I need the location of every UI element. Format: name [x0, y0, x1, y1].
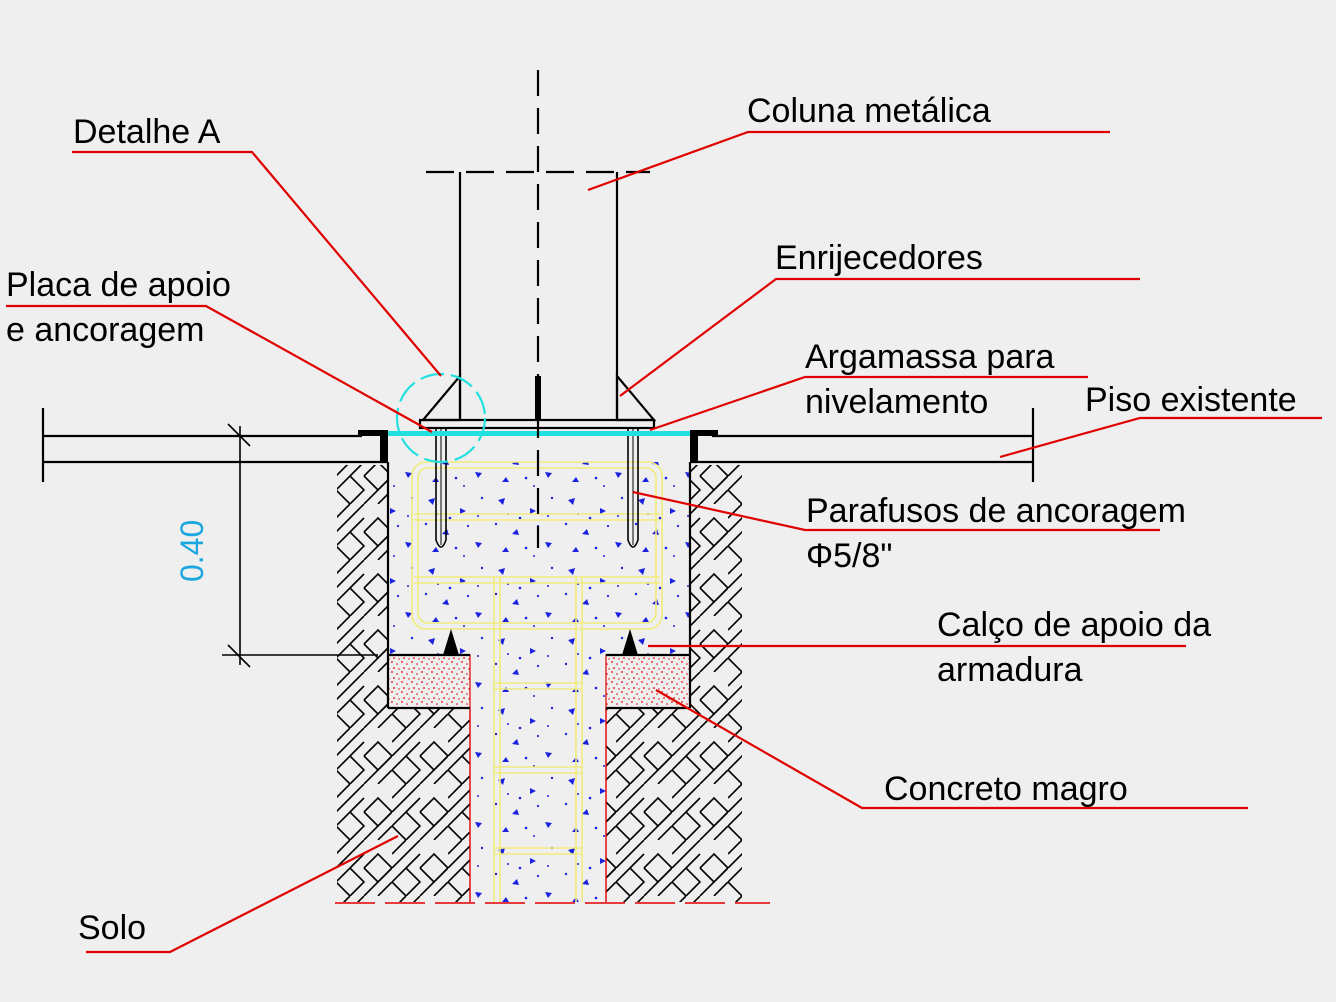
label-argamassa-line2: nivelamento	[805, 383, 988, 421]
label-parafusos-line1: Parafusos de ancoragem	[806, 492, 1186, 530]
concrete-body	[388, 462, 690, 902]
label-calco-line1: Calço de apoio da	[937, 606, 1211, 644]
stiffeners	[420, 372, 657, 422]
label-enrijecedores: Enrijecedores	[775, 239, 983, 277]
label-coluna-metalica: Coluna metálica	[747, 92, 991, 130]
label-placa-line1: Placa de apoio	[6, 266, 231, 304]
detail-a-marker	[395, 372, 487, 464]
label-solo: Solo	[78, 909, 146, 947]
label-parafusos-line2: Φ5/8"	[806, 537, 892, 575]
label-concreto-magro: Concreto magro	[884, 770, 1128, 808]
label-argamassa-line1: Argamassa para	[805, 338, 1055, 376]
text-labels: Detalhe A Coluna metálica Enrijecedores …	[6, 92, 1297, 947]
existing-floor	[41, 408, 1035, 482]
label-placa-line2: e ancoragem	[6, 311, 204, 349]
depth-dimension-text: 0.40	[174, 520, 210, 582]
label-calco-line2: armadura	[937, 651, 1083, 689]
depth-dimension: 0.40	[174, 423, 378, 668]
leader-lines	[6, 130, 1322, 954]
label-piso-existente: Piso existente	[1085, 381, 1297, 419]
soil-mass	[337, 465, 742, 902]
rebar-spacers	[443, 629, 638, 655]
label-detalhe-a: Detalhe A	[73, 113, 221, 151]
